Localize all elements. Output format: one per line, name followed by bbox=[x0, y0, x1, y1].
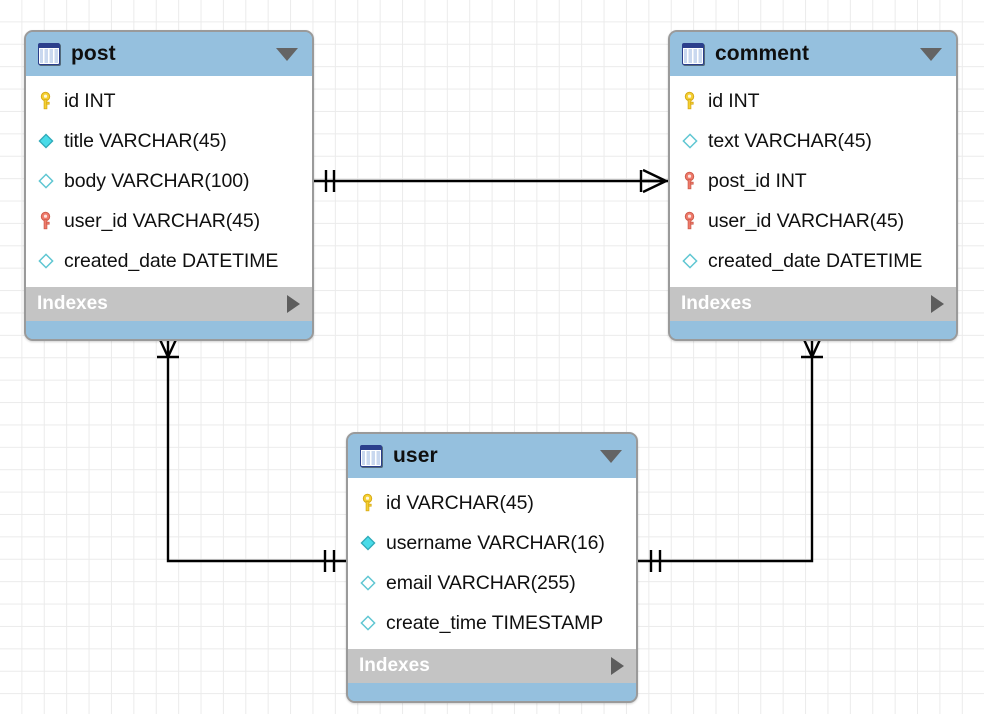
table-comment[interactable]: comment id INT bbox=[668, 30, 958, 341]
chevron-down-icon[interactable] bbox=[600, 449, 622, 463]
chevron-down-icon[interactable] bbox=[276, 47, 298, 61]
column-label: post_id INT bbox=[708, 169, 807, 192]
table-icon bbox=[360, 445, 382, 467]
column-label: created_date DATETIME bbox=[64, 249, 279, 272]
column-label: user_id VARCHAR(45) bbox=[708, 209, 905, 232]
red-key-icon bbox=[36, 211, 56, 231]
column-label: text VARCHAR(45) bbox=[708, 129, 872, 152]
yellow-key-icon bbox=[36, 91, 56, 111]
column-label: body VARCHAR(100) bbox=[64, 169, 250, 192]
chevron-right-icon[interactable] bbox=[931, 295, 944, 313]
table-user[interactable]: user id VARCHAR(45) bbox=[346, 432, 638, 703]
table-user-header[interactable]: user bbox=[348, 434, 636, 478]
yellow-key-icon bbox=[680, 91, 700, 111]
table-icon bbox=[38, 43, 60, 65]
column-row[interactable]: user_id VARCHAR(45) bbox=[26, 201, 312, 241]
indexes-bar[interactable]: Indexes bbox=[26, 287, 312, 321]
table-user-title: user bbox=[393, 444, 438, 467]
column-row[interactable]: id INT bbox=[26, 81, 312, 121]
column-row[interactable]: user_id VARCHAR(45) bbox=[670, 201, 956, 241]
column-row[interactable]: title VARCHAR(45) bbox=[26, 121, 312, 161]
column-row[interactable]: created_date DATETIME bbox=[670, 241, 956, 281]
table-footer bbox=[348, 683, 636, 701]
hollow-diamond-icon bbox=[36, 251, 56, 271]
filled-diamond-icon bbox=[358, 533, 378, 553]
red-key-icon bbox=[680, 211, 700, 231]
red-key-icon bbox=[680, 171, 700, 191]
table-footer bbox=[26, 321, 312, 339]
column-row[interactable]: id INT bbox=[670, 81, 956, 121]
column-row[interactable]: body VARCHAR(100) bbox=[26, 161, 312, 201]
column-row[interactable]: post_id INT bbox=[670, 161, 956, 201]
column-row[interactable]: text VARCHAR(45) bbox=[670, 121, 956, 161]
table-post-title: post bbox=[71, 42, 116, 65]
chevron-right-icon[interactable] bbox=[287, 295, 300, 313]
column-label: user_id VARCHAR(45) bbox=[64, 209, 261, 232]
table-post-columns: id INT title VARCHAR(45) body VARCHAR(10… bbox=[26, 76, 312, 287]
column-row[interactable]: created_date DATETIME bbox=[26, 241, 312, 281]
column-label: created_date DATETIME bbox=[708, 249, 923, 272]
column-label: id VARCHAR(45) bbox=[386, 491, 534, 514]
table-post-header[interactable]: post bbox=[26, 32, 312, 76]
relationship-post-comment bbox=[314, 168, 668, 194]
column-label: username VARCHAR(16) bbox=[386, 531, 605, 554]
indexes-bar[interactable]: Indexes bbox=[348, 649, 636, 683]
column-label: id INT bbox=[708, 89, 760, 112]
table-user-columns: id VARCHAR(45) username VARCHAR(16) emai… bbox=[348, 478, 636, 649]
hollow-diamond-icon bbox=[358, 613, 378, 633]
table-comment-header[interactable]: comment bbox=[670, 32, 956, 76]
hollow-diamond-icon bbox=[358, 573, 378, 593]
hollow-diamond-icon bbox=[36, 171, 56, 191]
column-row[interactable]: id VARCHAR(45) bbox=[348, 483, 636, 523]
table-post[interactable]: post id INT bbox=[24, 30, 314, 341]
indexes-label: Indexes bbox=[37, 293, 108, 314]
column-label: title VARCHAR(45) bbox=[64, 129, 227, 152]
chevron-right-icon[interactable] bbox=[611, 657, 624, 675]
indexes-bar[interactable]: Indexes bbox=[670, 287, 956, 321]
column-row[interactable]: email VARCHAR(255) bbox=[348, 563, 636, 603]
hollow-diamond-icon bbox=[680, 251, 700, 271]
indexes-label: Indexes bbox=[681, 293, 752, 314]
column-label: id INT bbox=[64, 89, 116, 112]
yellow-key-icon bbox=[358, 493, 378, 513]
column-row[interactable]: username VARCHAR(16) bbox=[348, 523, 636, 563]
chevron-down-icon[interactable] bbox=[920, 47, 942, 61]
relationship-user-comment bbox=[638, 330, 825, 572]
table-comment-title: comment bbox=[715, 42, 810, 65]
hollow-diamond-icon bbox=[680, 131, 700, 151]
table-comment-columns: id INT text VARCHAR(45) bbox=[670, 76, 956, 287]
table-footer bbox=[670, 321, 956, 339]
filled-diamond-icon bbox=[36, 131, 56, 151]
table-icon bbox=[682, 43, 704, 65]
column-label: email VARCHAR(255) bbox=[386, 571, 576, 594]
column-label: create_time TIMESTAMP bbox=[386, 611, 604, 634]
column-row[interactable]: create_time TIMESTAMP bbox=[348, 603, 636, 643]
indexes-label: Indexes bbox=[359, 655, 430, 676]
relationship-user-post bbox=[155, 330, 346, 572]
